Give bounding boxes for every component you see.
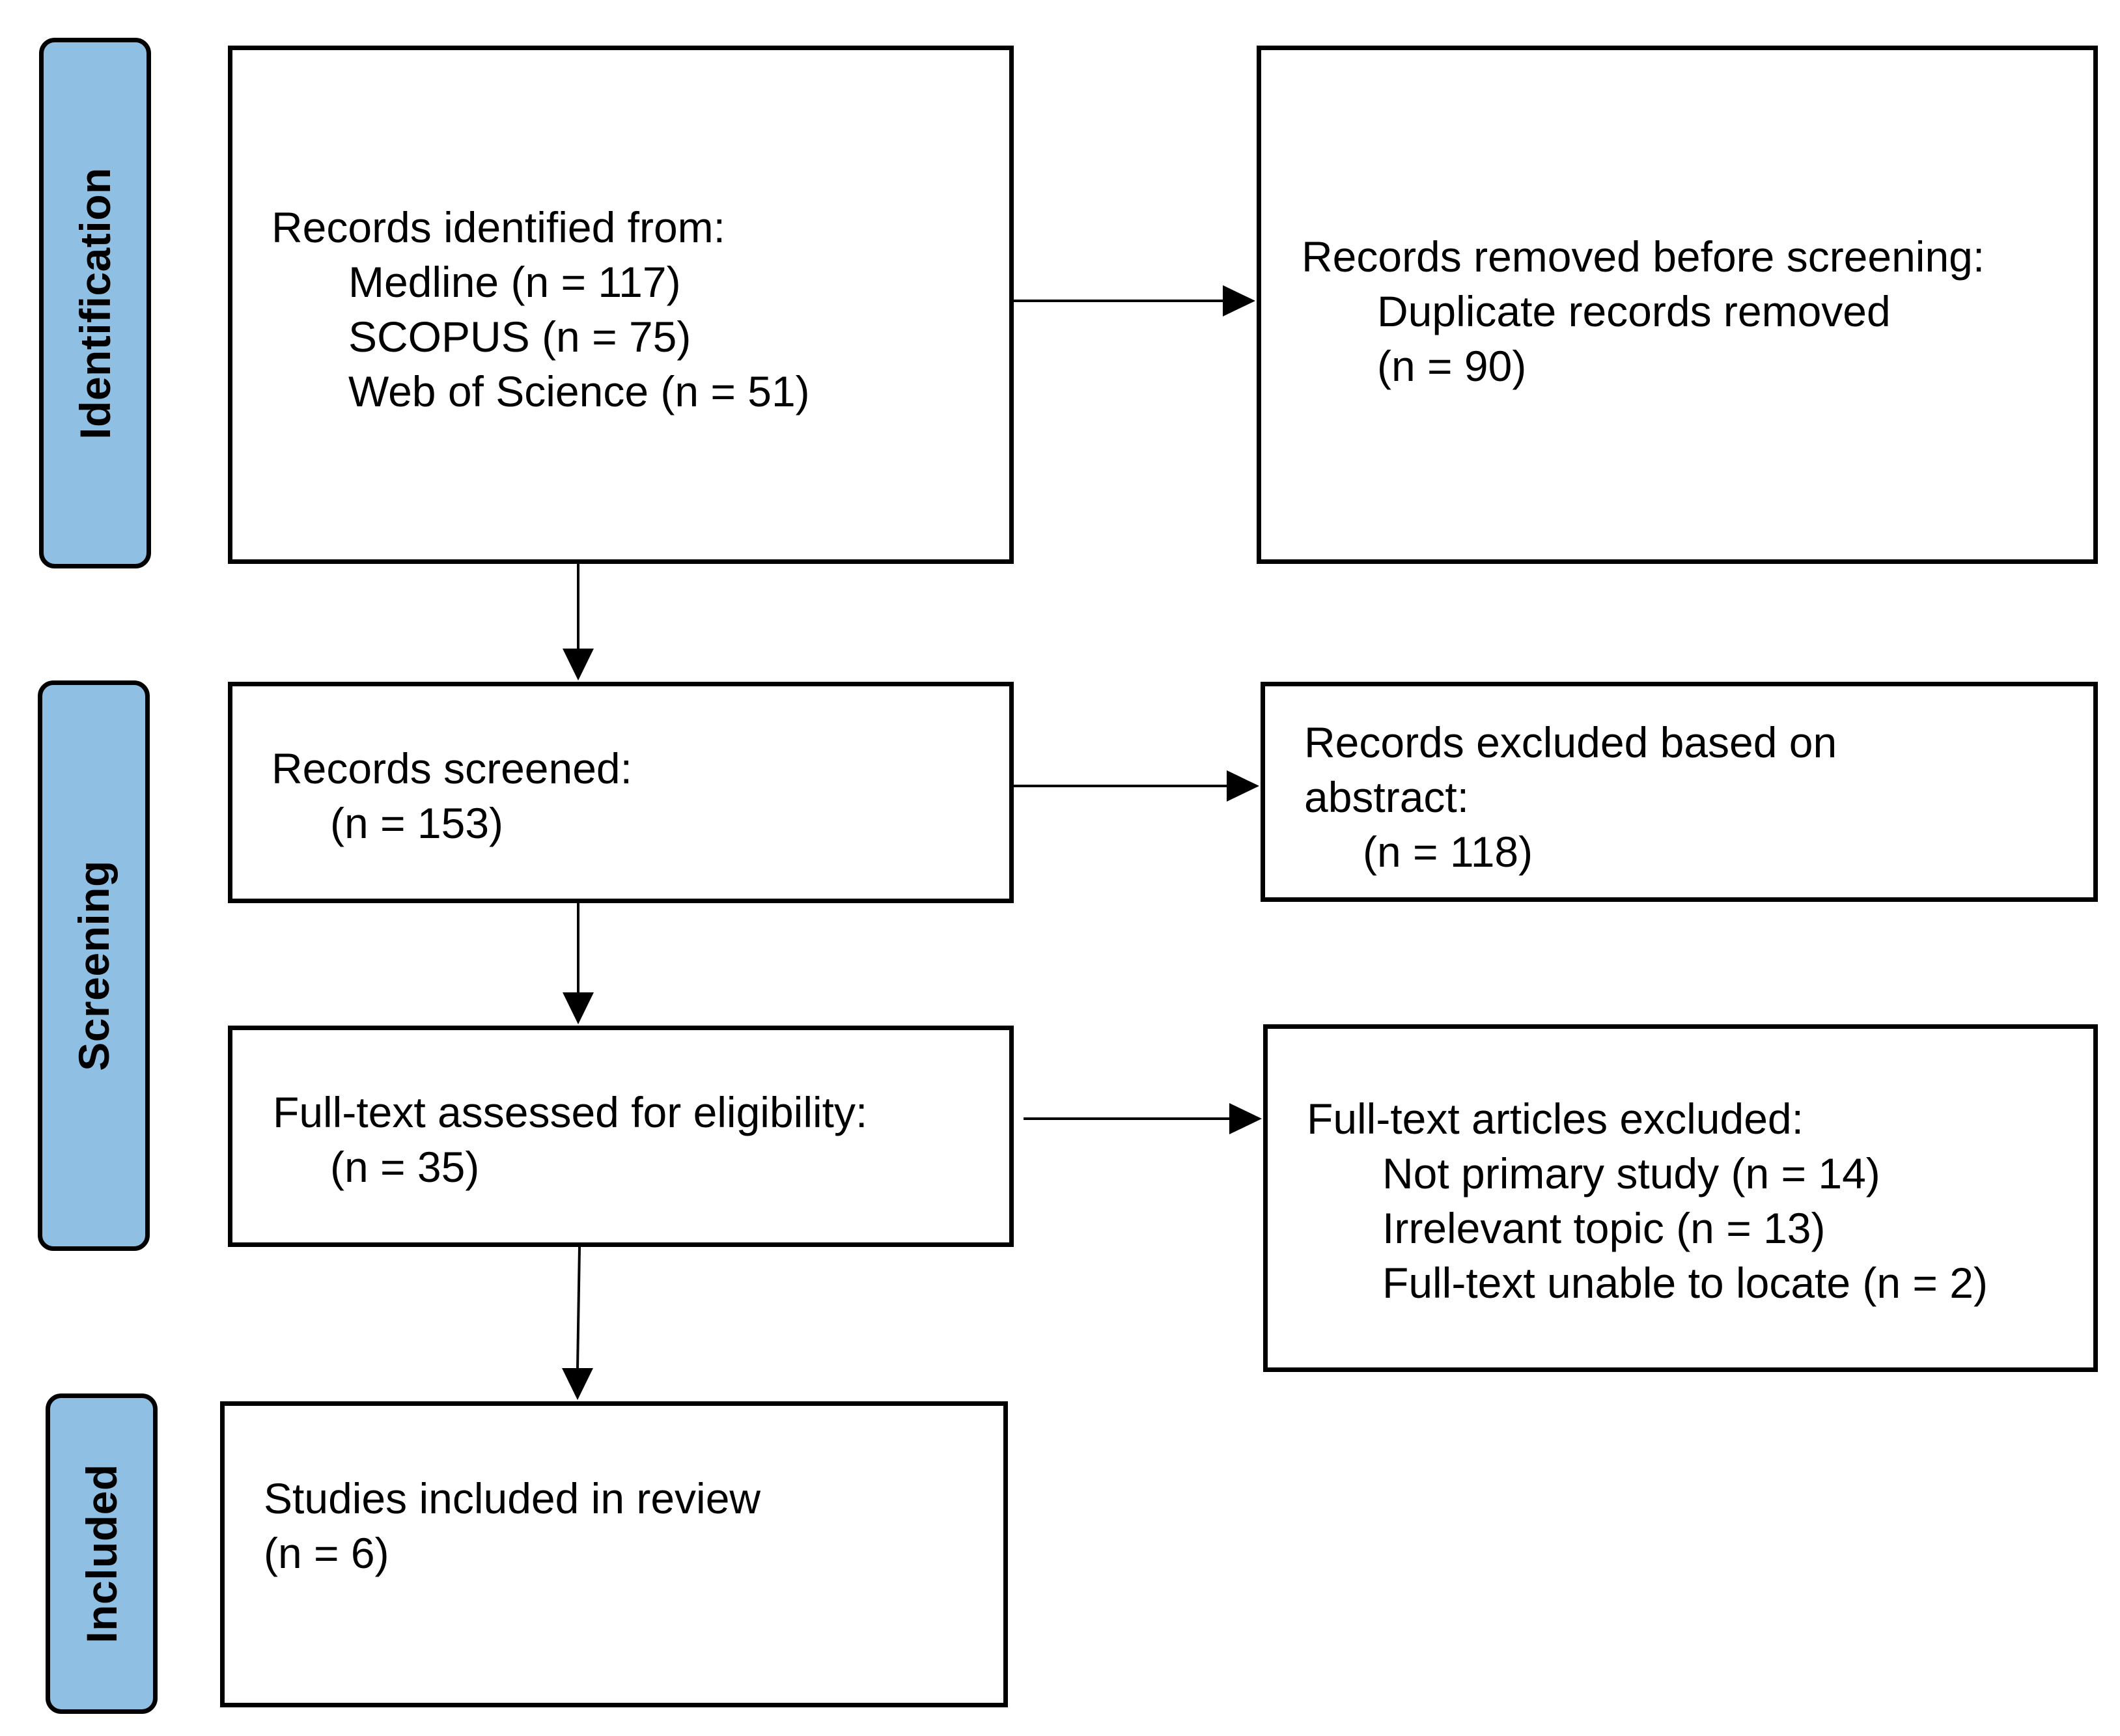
studies-included-box: Studies included in review (n = 6) [220,1401,1008,1707]
fulltext-excluded-heading: Full-text articles excluded: [1307,1095,1804,1143]
duplicates-removed-count: (n = 90) [1377,342,1527,390]
arrowhead-fulltext-to-included [562,1368,593,1400]
arrowhead-screened-to-excluded [1227,770,1259,802]
source-medline: Medline (n = 117) [348,258,681,306]
exclusion-reason-unable-locate: Full-text unable to locate (n = 2) [1382,1259,1988,1307]
arrowhead-identified-to-removed [1223,285,1255,316]
records-identified-box: Records identified from: Medline (n = 11… [228,46,1014,564]
records-screened-heading: Records screened: [272,744,632,792]
excluded-abstract-count: (n = 118) [1363,828,1533,876]
records-removed-box: Records removed before screening: Duplic… [1257,46,2098,564]
exclusion-reason-irrelevant: Irrelevant topic (n = 13) [1382,1204,1826,1252]
duplicates-removed-label: Duplicate records removed [1377,287,1891,335]
studies-included-heading: Studies included in review [264,1474,761,1522]
phase-included: Included [46,1393,158,1714]
records-identified-heading: Records identified from: [272,203,725,251]
arrowhead-screened-to-fulltext [563,992,594,1024]
arrowhead-identified-to-screened [563,649,594,680]
fulltext-assessed-count: (n = 35) [330,1143,480,1191]
records-screened-count: (n = 153) [330,799,503,847]
studies-included-count: (n = 6) [264,1529,389,1577]
fulltext-excluded-box: Full-text articles excluded: Not primary… [1263,1024,2098,1372]
exclusion-reason-not-primary: Not primary study (n = 14) [1382,1149,1880,1197]
excluded-abstract-heading-line1: Records excluded based on [1304,718,1837,766]
source-web-of-science: Web of Science (n = 51) [348,367,810,415]
records-screened-box: Records screened: (n = 153) [228,682,1014,903]
excluded-abstract-heading-line2: abstract: [1304,773,1470,821]
phase-screening: Screening [38,680,150,1251]
arrow-fulltext-to-included [576,1246,581,1369]
records-excluded-abstract-box: Records excluded based on abstract: (n =… [1261,682,2098,902]
fulltext-assessed-box: Full-text assessed for eligibility: (n =… [228,1026,1014,1247]
records-removed-heading: Records removed before screening: [1302,232,1985,281]
source-scopus: SCOPUS (n = 75) [348,313,691,361]
arrowhead-fulltext-to-excluded [1229,1103,1262,1134]
fulltext-assessed-heading: Full-text assessed for eligibility: [273,1088,868,1136]
phase-identification: Identification [39,38,151,568]
